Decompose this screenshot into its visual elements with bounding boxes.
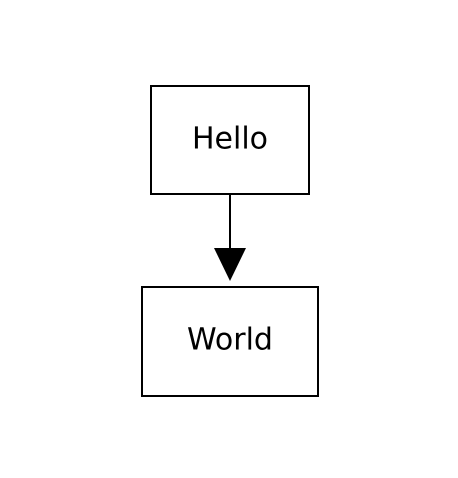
node-hello[interactable]: Hello xyxy=(150,85,310,195)
edge-hello-to-world xyxy=(214,194,246,281)
node-world[interactable]: World xyxy=(141,286,319,397)
node-world-box xyxy=(141,286,319,397)
node-hello-box xyxy=(150,85,310,195)
arrowhead-icon xyxy=(214,248,246,281)
node-world-label: World xyxy=(187,323,273,358)
node-hello-label: Hello xyxy=(192,122,268,157)
